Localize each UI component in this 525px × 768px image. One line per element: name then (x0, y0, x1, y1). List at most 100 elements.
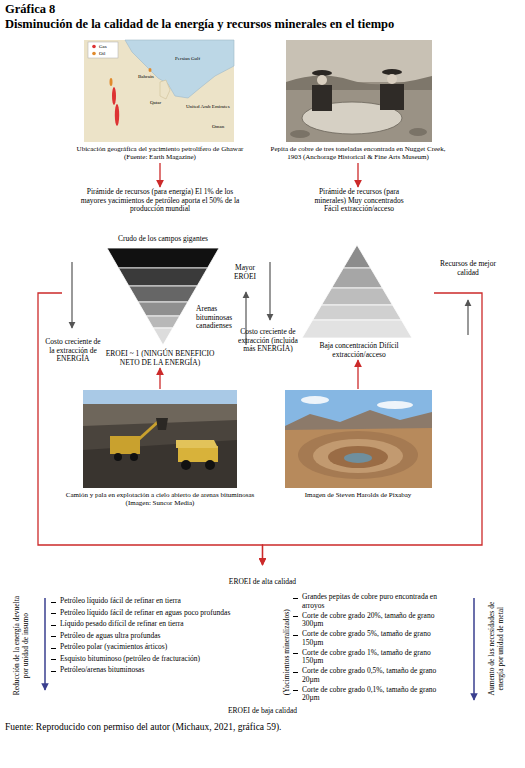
map-photo (160, 80, 170, 99)
resource-pyramid-energy (129, 286, 197, 302)
quality-footer: EROEI de baja calidad (10, 707, 515, 716)
list-item: Petróleo líquido fácil de refinar en agu… (60, 609, 260, 618)
resource-pyramid-energy (107, 248, 219, 268)
photo-panel: Ubicación geográfica del yacimiento petr… (65, 40, 255, 162)
list-item: Corte de cobre grado 0,5%, tamaño de gra… (302, 667, 450, 684)
open-pit-photo (377, 401, 413, 409)
bullet-dash (51, 625, 56, 626)
nugget-photo (380, 84, 404, 110)
nugget-photo (286, 40, 432, 142)
map-place-label: Qatar (150, 100, 175, 106)
bullet-dash (51, 602, 56, 603)
map-photo (84, 40, 234, 142)
truck-photo (176, 440, 218, 448)
resource-pyramid: Pirámide de recursos (para energía) El 1… (62, 188, 258, 367)
bullet-dash (51, 648, 56, 649)
open-pit-photo (285, 410, 432, 430)
trend-arrows (71, 262, 72, 328)
open-pit-photo (298, 431, 418, 479)
nugget-photo (286, 40, 432, 82)
map-photo (110, 78, 113, 86)
map-photo (125, 40, 234, 98)
resource-pyramid-minerals (302, 245, 412, 338)
nugget-photo (317, 75, 327, 85)
list-item: Esquisto bituminoso (petróleo de fractur… (60, 655, 260, 664)
layer-label: Arenas bituminosas canadienses (196, 305, 240, 331)
nugget-photo (387, 74, 397, 84)
list-item: Corte de cobre grado 1%, tamaño de grano… (302, 649, 450, 666)
map-place-label: United Arab Emirates (186, 104, 231, 110)
connector-arrow (357, 163, 358, 187)
axis-label: Recursos de mejor calidad (440, 260, 496, 277)
pyramid-heading: Pirámide de recursos (para energía) El 1… (80, 188, 240, 214)
open-pit-photo (285, 390, 432, 488)
list-item: Petróleo polar (yacimientos árticos) (60, 643, 260, 652)
truck-photo (181, 460, 191, 470)
list-item: Líquido pesado difícil de refinar en tie… (60, 620, 260, 629)
truck-photo (110, 436, 140, 454)
truck-photo (83, 390, 237, 488)
resource-pyramid-minerals (313, 305, 402, 320)
list-item: Petróleo líquido fácil de refinar en tie… (60, 597, 260, 606)
map-legend-label: Gas (99, 44, 119, 50)
map-photo (115, 104, 119, 126)
map-legend-label: Oil (99, 51, 119, 57)
truck-photo (83, 440, 237, 488)
resource-pyramid-energy (153, 328, 173, 345)
open-pit-photo (285, 390, 432, 488)
connector-arrow (38, 293, 263, 565)
pyramid-footer: Baja concentración Difícil extracción/ac… (315, 342, 403, 359)
nugget-photo (286, 40, 432, 142)
resource-pyramid-minerals (322, 288, 393, 305)
truck-photo (83, 390, 237, 488)
direction-arrows (473, 598, 475, 700)
photo-caption: Pepita de cobre de tres toneladas encont… (263, 145, 453, 161)
bullet-dash (51, 613, 56, 614)
axis-label: Costo creciente de la extracción de ENER… (43, 338, 103, 364)
list-item: Corte de cobre grado 20%, tamaño de gran… (302, 612, 450, 629)
truck-photo (83, 390, 237, 404)
truck-photo (130, 453, 138, 461)
resource-pyramid-minerals (332, 268, 383, 288)
map-place-label: Persian Gulf (175, 56, 220, 62)
truck-photo (178, 446, 218, 462)
bullet-dash (51, 671, 56, 672)
vertical-label: (Yacimientos mineralizados) (283, 597, 292, 707)
truck-photo (156, 418, 168, 430)
pyramid-footer: EROEI ~ 1 (NINGÚN BENEFICIO NETO DE LA E… (104, 350, 216, 367)
resource-pyramid-energy (138, 302, 188, 316)
bullet-dash (293, 672, 298, 673)
axis-label: Mayor EROEI (226, 264, 264, 281)
direction-arrows (44, 598, 46, 690)
photo-caption: Imagen de Steven Harolds de Pixabay (263, 491, 453, 499)
nugget-photo (409, 128, 427, 136)
nugget-photo (290, 130, 310, 138)
vertical-label: Aumento de las necesidades de energía po… (488, 593, 505, 703)
bullet-dash (293, 635, 298, 636)
truck-photo (114, 453, 122, 461)
pyramid-heading: Pirámide de recursos (para minerales) Mu… (309, 188, 409, 214)
photo-panel: Imagen de Steven Harolds de Pixabay (263, 390, 453, 500)
list-item: Grandes pepitas de cobre puro encontrada… (302, 593, 450, 610)
resource-pyramid-minerals (302, 320, 412, 338)
bullet-dash (51, 659, 56, 660)
source-caption: Fuente: Reproducido con permiso del auto… (5, 722, 520, 733)
trend-arrows (467, 300, 468, 335)
bullet-dash (293, 653, 298, 654)
photo-panel: Camión y pala en explotación a cielo abi… (65, 390, 255, 508)
figure-title: Disminución de la calidad de la energía … (5, 17, 520, 32)
bullet-dash (293, 616, 298, 617)
open-pit-photo (301, 396, 329, 404)
map-photo (84, 40, 234, 142)
list-item: Corte de cobre grado 0,1%, tamaño de gra… (302, 686, 450, 703)
connector-arrow (357, 360, 358, 389)
map-place-label: Oman (212, 124, 232, 130)
map-photo (88, 42, 118, 58)
vertical-label: Reducción de la energía devuelta por uni… (13, 590, 30, 700)
list-item: Petróleo de aguas ultra profundas (60, 632, 260, 641)
map-photo (149, 68, 152, 72)
open-pit-photo (328, 446, 388, 468)
